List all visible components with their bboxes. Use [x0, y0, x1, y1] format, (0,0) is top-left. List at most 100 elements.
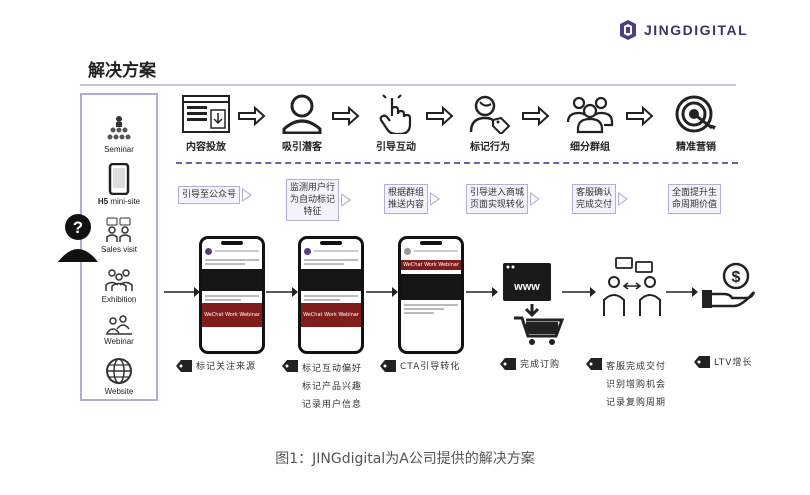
tag-icon [282, 360, 298, 372]
flow-arrow-icon [164, 287, 200, 297]
sales-visit-icon [106, 217, 131, 242]
action-box-3: 根据群组推送内容 [384, 184, 441, 214]
brand-name: JINGDIGITAL [644, 22, 749, 38]
hollow-arrow-icon [626, 106, 654, 126]
tag-text: 客服完成交付识别增购机会记录复购周期 [606, 362, 667, 408]
channel-label: Exhibition [101, 295, 137, 304]
funnel-step-content: 内容投放 [166, 94, 246, 153]
svg-text:www: www [513, 281, 540, 293]
action-text: 客服确认完成交付 [572, 184, 617, 214]
channel-webinar: Webinar [82, 315, 156, 346]
tag-icon [176, 360, 192, 372]
globe-icon [106, 358, 132, 384]
group-icon [566, 96, 614, 134]
tag-6: LTV增长 [694, 356, 752, 371]
action-text: 引导至公众号 [178, 186, 241, 204]
figure-caption: 图1：JINGdigital为A公司提供的解决方案 [275, 451, 535, 467]
action-box-2: 监测用户行为自动标记特征 [286, 179, 352, 221]
flow-arrow-icon [666, 287, 698, 297]
funnel-step-tag: 标记行为 [450, 94, 530, 153]
action-box-1: 引导至公众号 [178, 186, 253, 204]
tag-icon [380, 360, 396, 372]
tag-text: LTV增长 [714, 358, 753, 368]
funnel-step-label: 吸引潜客 [282, 142, 322, 153]
funnel-step-label: 引导互动 [376, 142, 416, 153]
brand-logo: JINGDIGITAL [618, 20, 748, 40]
channel-mini-site: H5 mini-site [82, 163, 156, 206]
person-icon [282, 94, 322, 134]
tag-5: 客服完成交付识别增购机会记录复购周期 [586, 358, 666, 412]
flow-arrow-icon [562, 287, 596, 297]
action-arrow-icon [242, 188, 253, 202]
funnel-step-label: 内容投放 [186, 142, 226, 153]
service-chat-icon [603, 257, 661, 316]
action-text: 引导进入商城页面实现转化 [466, 184, 529, 214]
action-text: 监测用户行为自动标记特征 [286, 179, 340, 221]
tag-text: 标记关注来源 [196, 362, 257, 372]
phone-mockup-2: WeChat Work Webinar [298, 236, 364, 354]
flow-arrow-icon [466, 287, 498, 297]
title-divider [80, 84, 736, 86]
funnel-step-segment: 细分群组 [550, 94, 630, 153]
channel-label: Sales visit [100, 245, 137, 254]
phone-banner: WeChat Work Webinar [301, 303, 361, 327]
anonymous-user-icon: ? [58, 214, 98, 262]
hollow-arrow-icon [238, 106, 266, 126]
channel-sales-visit: Sales visit [82, 217, 156, 254]
tag-2: 标记互动偏好标记产品兴趣记录用户信息 [282, 360, 362, 414]
funnel-step-label: 标记行为 [470, 142, 510, 153]
pointer-hand-icon [379, 94, 412, 134]
funnel-step-attract: 吸引潜客 [262, 94, 342, 153]
action-arrow-icon [430, 192, 441, 206]
svg-text:?: ? [73, 218, 83, 237]
tag-text: 标记互动偏好标记产品兴趣记录用户信息 [302, 364, 363, 410]
hollow-arrow-icon [426, 106, 454, 126]
dashed-divider [176, 162, 738, 164]
phone-banner: WeChat Work Webinar [202, 303, 262, 327]
tag-icon [694, 356, 710, 368]
action-text: 根据群组推送内容 [384, 184, 429, 214]
channels-panel: Seminar H5 mini-site Sales visit Exhibit… [80, 93, 158, 401]
flow-arrow-icon [266, 287, 298, 297]
money-hand-icon: $ [702, 262, 756, 308]
svg-text:$: $ [732, 269, 741, 286]
channel-label: Webinar [104, 337, 134, 346]
person-tag-icon [469, 95, 511, 134]
hollow-arrow-icon [332, 106, 360, 126]
phone-mockup-1: WeChat Work Webinar [199, 236, 265, 354]
seminar-icon [107, 116, 131, 140]
action-box-6: 全面提升生命周期价值 [668, 184, 722, 214]
www-browser-icon: www [503, 263, 551, 301]
funnel-step-interact: 引导互动 [356, 94, 436, 153]
webinar-icon [106, 315, 132, 335]
tag-icon [500, 358, 516, 370]
tag-4: 完成订购 [500, 358, 560, 373]
funnel-step-label: 细分群组 [570, 142, 610, 153]
hollow-arrow-icon [522, 106, 550, 126]
action-arrow-icon [530, 192, 541, 206]
action-text: 全面提升生命周期价值 [668, 184, 722, 214]
channel-label: H5 mini-site [97, 197, 141, 206]
action-box-5: 客服确认完成交付 [572, 184, 629, 214]
channel-label: Seminar [104, 145, 134, 154]
target-icon [675, 95, 716, 133]
tag-text: CTA引导转化 [400, 362, 461, 372]
phone-banner: WeChat Work Webinar [401, 260, 461, 270]
flow-arrow-icon [366, 287, 398, 297]
channel-label: Website [104, 387, 134, 396]
page-title: 解决方案 [88, 61, 156, 81]
mobile-phone-icon [108, 163, 130, 195]
tag-text: 完成订购 [520, 360, 561, 370]
funnel-step-target: 精准营销 [656, 94, 736, 153]
tag-icon [586, 358, 602, 370]
action-arrow-icon [618, 192, 629, 206]
content-form-icon [182, 95, 230, 133]
tag-1: 标记关注来源 [176, 360, 256, 375]
channel-exhibition: Exhibition [82, 267, 156, 304]
tag-3: CTA引导转化 [380, 360, 460, 375]
action-box-4: 引导进入商城页面实现转化 [466, 184, 541, 214]
jingdigital-logo-icon [620, 20, 636, 40]
exhibition-icon [105, 269, 133, 291]
phone-mockup-3: WeChat Work Webinar [398, 236, 464, 354]
shopping-cart-icon [514, 304, 565, 345]
